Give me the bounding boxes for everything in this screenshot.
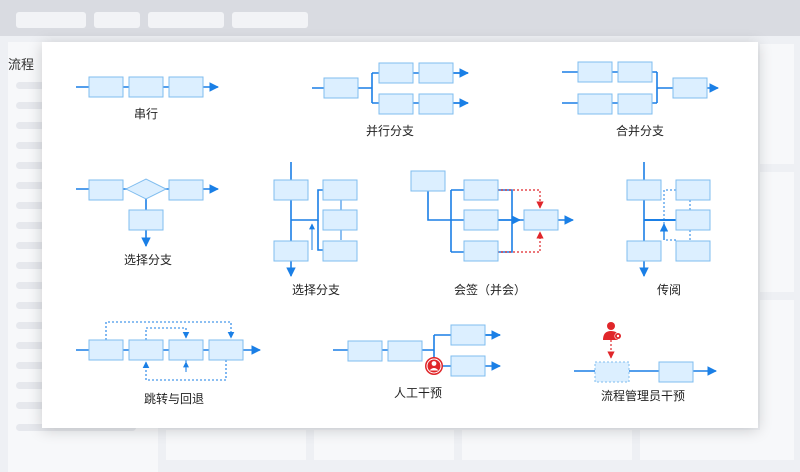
process-node [273, 179, 309, 201]
process-node [88, 76, 124, 98]
process-node [410, 170, 446, 192]
parallel-branch-diagram [312, 62, 469, 115]
app-tab[interactable] [16, 12, 86, 28]
jump-return-label: 跳转与回退 [143, 392, 205, 406]
process-node [523, 209, 559, 231]
jump-return-diagram [76, 321, 261, 381]
process-node [675, 209, 711, 231]
process-node [463, 240, 499, 262]
process-node [322, 240, 358, 262]
app-top-bar [0, 0, 800, 36]
process-node [208, 339, 244, 361]
select-branch-diagram-1 [76, 178, 219, 247]
process-node [675, 240, 711, 262]
background-panel [462, 430, 632, 460]
process-node [675, 179, 711, 201]
process-node [577, 93, 613, 115]
process-node [450, 324, 486, 346]
merge-branch-label: 合并分支 [615, 124, 665, 138]
app-tab[interactable] [232, 12, 308, 28]
countersign-label: 会签（并会） [453, 283, 527, 297]
countersign-diagram [410, 170, 574, 262]
process-node [128, 76, 164, 98]
select-branch-diagram-2 [273, 162, 358, 277]
background-panel [760, 44, 794, 164]
process-node [323, 77, 359, 99]
select-branch-label-2: 选择分支 [291, 283, 341, 297]
process-node [418, 62, 454, 84]
process-node [672, 77, 708, 99]
admin-user-gear-icon [603, 322, 622, 340]
process-node [168, 339, 204, 361]
manual-intervention-diagram [333, 324, 501, 377]
parallel-branch-label: 并行分支 [365, 124, 415, 138]
process-node [128, 339, 164, 361]
process-node [463, 179, 499, 201]
process-node [347, 340, 383, 362]
admin-intervention-label: 流程管理员干预 [600, 389, 686, 403]
circulate-label: 传阅 [656, 283, 682, 297]
process-node [617, 61, 653, 83]
process-node [626, 240, 662, 262]
circulate-diagram [626, 162, 711, 277]
process-node [617, 93, 653, 115]
process-node [168, 179, 204, 201]
background-panel [760, 172, 794, 292]
serial-diagram [76, 76, 219, 98]
admin-intervention-diagram [574, 322, 717, 383]
background-panel [314, 430, 454, 460]
workflow-patterns-svg [76, 61, 719, 383]
background-panel [166, 430, 306, 460]
process-node [322, 179, 358, 201]
decision-node [124, 178, 168, 200]
process-node [658, 361, 694, 383]
process-node [88, 339, 124, 361]
process-node [88, 179, 124, 201]
process-node [577, 61, 613, 83]
serial-label: 串行 [133, 107, 159, 121]
background-panel [640, 430, 794, 460]
process-node [418, 93, 454, 115]
process-node [378, 93, 414, 115]
process-node [273, 240, 309, 262]
process-node [322, 209, 358, 231]
app-tab[interactable] [94, 12, 140, 28]
app-tab[interactable] [148, 12, 224, 28]
process-node [168, 76, 204, 98]
sidebar-title: 流程 [8, 58, 35, 73]
process-node [450, 355, 486, 377]
process-node [463, 209, 499, 231]
process-node [378, 62, 414, 84]
select-branch-label-1: 选择分支 [123, 253, 173, 267]
user-intervention-icon [425, 357, 443, 375]
process-node [128, 209, 164, 231]
workflow-patterns-card: 串行 并行分支 合并分支 选择分支 选择分支 会签（并会） 传阅 跳转与回退 人… [42, 42, 758, 428]
process-node [594, 361, 630, 383]
manual-intervention-label: 人工干预 [393, 386, 443, 400]
process-node [387, 340, 423, 362]
process-node [626, 179, 662, 201]
merge-branch-diagram [562, 61, 719, 115]
